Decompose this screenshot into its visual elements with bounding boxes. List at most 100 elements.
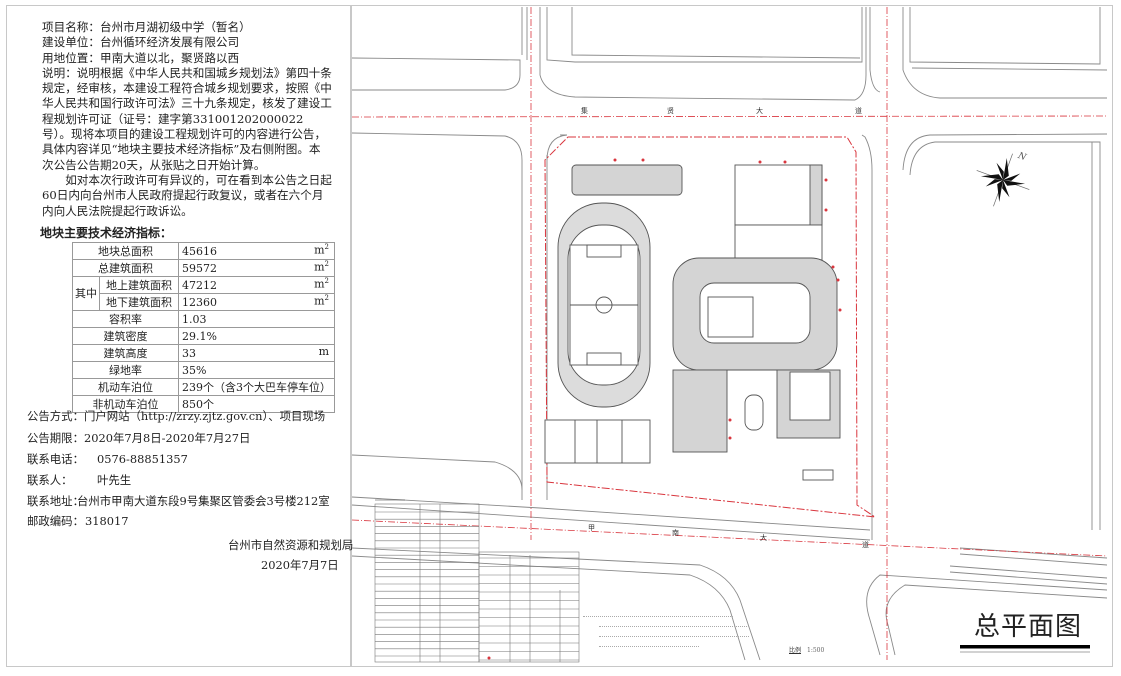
north-building: [571, 164, 683, 196]
scale-indicator: 比例 1:500: [789, 645, 824, 654]
scale-value: 1:500: [807, 647, 825, 654]
builder: 建设单位：台州循环经济发展有限公司: [42, 35, 240, 50]
markers: [613, 158, 842, 440]
issuer: 台州市自然资源和规划局: [228, 538, 354, 552]
unit-text: m: [314, 243, 325, 257]
indicator-value: 47212: [182, 278, 217, 292]
unit-exponent: 2: [324, 277, 329, 285]
centerlines: [351, 7, 1108, 660]
indicator-value-cell: 35%: [178, 361, 335, 379]
issue-date: 2020年7月7日: [261, 558, 339, 572]
label: 联系电话：: [27, 452, 84, 466]
objection-note: 如对本次行政许可有异议的，可在看到本公告之日起60日内向台州市人民政府提起行政复…: [42, 172, 332, 218]
top-road-char: 道: [855, 106, 862, 115]
indicator-unit: m2: [314, 277, 329, 291]
contact-person: 联系人： 叶先生: [27, 472, 131, 488]
block-outline: [351, 57, 521, 91]
contact-address: 联系地址：台州市甲南大道东段9号集聚区管委会3号楼212室: [27, 493, 330, 509]
project-name: 项目名称：台州市月湖初级中学（暂名）: [42, 20, 251, 34]
unit-text: m: [314, 294, 325, 308]
notice-text: 项目名称：台州市月湖初级中学（暂名） 建设单位：台州循环经济发展有限公司 用地位…: [42, 20, 332, 219]
bottom-road-char: 南: [672, 528, 679, 537]
notice-period: 公告期限：2020年7月8日-2020年7月27日: [27, 430, 250, 446]
indicator-value-cell: 59572 m2: [178, 259, 335, 277]
bottom-road-char: 甲: [588, 524, 595, 532]
contact-address-value: 台州市甲南大道东段9号集聚区管委会3号楼212室: [77, 494, 330, 508]
indicator-unit: m2: [314, 260, 329, 274]
indicator-label: 地下建筑面积: [99, 293, 179, 311]
title-underline: [960, 645, 1090, 649]
contact-phone-value: 0576-88851357: [97, 452, 188, 466]
indicator-value: 12360: [182, 295, 217, 309]
indicator-value: 59572: [182, 261, 217, 275]
description: 说明：说明根据《中华人民共和国城乡规划法》第四十条规定，经审核，本建设工程符合城…: [42, 65, 332, 172]
indicator-value: 1.03: [182, 312, 207, 326]
north-label: N: [1016, 151, 1029, 164]
contact-phone: 联系电话： 0576-88851357: [27, 451, 188, 467]
notice-period-value: 2020年7月8日-2020年7月27日: [83, 431, 251, 445]
label: 联系人：: [27, 473, 73, 487]
page-frame: [6, 5, 1113, 667]
indicator-label: 总建筑面积: [72, 259, 179, 277]
indicator-value: 29.1%: [182, 329, 217, 343]
bottom-road-char: 大: [760, 533, 767, 542]
unit-exponent: 2: [324, 260, 329, 268]
sports-courts: [544, 419, 651, 464]
postcode-value: 318017: [85, 514, 129, 528]
road-labels: 集 贤 大 道 甲 南 大 道: [581, 106, 869, 549]
indicator-label: 地上建筑面积: [99, 276, 179, 294]
indicator-value-cell: 239个（含3个大巴车停车位）: [178, 378, 335, 396]
legend-table-symbols: [478, 551, 580, 663]
unit-text: m: [318, 345, 329, 358]
top-road-char: 大: [756, 106, 763, 115]
label: 邮政编码：: [27, 514, 84, 528]
indicator-value: 35%: [182, 363, 207, 377]
plan-title: 总平面图: [974, 612, 1083, 642]
unit-text: m: [314, 260, 325, 274]
top-road-north-edge: [539, 7, 867, 101]
label: 公告期限：: [27, 431, 84, 445]
gate: [802, 469, 834, 481]
indicator-unit: m2: [314, 243, 329, 257]
top-road-char: 贤: [667, 106, 674, 115]
unit-text: m: [314, 277, 325, 291]
bottom-road-char: 道: [862, 540, 869, 549]
buildings: [544, 164, 841, 481]
south-west-wing: [672, 369, 728, 453]
postcode: 邮政编码：318017: [27, 513, 128, 529]
north-arrow-icon: N: [976, 151, 1030, 207]
indicator-value: 239个（含3个大巴车停车位）: [182, 381, 331, 394]
notice-method: 公告方式：门户网站（http://zrzy.zjtz.gov.cn）、项目现场: [27, 408, 325, 424]
location: 用地位置：甲南大道以北，聚贤路以西: [42, 50, 240, 65]
indicator-value: 33: [182, 346, 196, 360]
west-road-edge: [351, 132, 523, 500]
top-road-char: 集: [581, 106, 588, 115]
indicator-label: 地块总面积: [72, 242, 179, 260]
scale-label: 比例: [789, 647, 802, 654]
roads: [351, 7, 1108, 661]
indicator-label: 非机动车泊位: [72, 395, 179, 413]
label: 联系地址：: [27, 494, 84, 508]
site-boundary: [544, 136, 876, 518]
northeast-building: [734, 164, 823, 226]
indicator-value: 850个: [182, 398, 214, 411]
indicator-unit: m2: [314, 294, 329, 308]
unit-exponent: 2: [324, 294, 329, 302]
indicator-unit: m: [319, 345, 329, 358]
legend-table-indicators: [374, 499, 480, 663]
plan-notes: [583, 614, 783, 656]
indicator-value: 45616: [182, 244, 217, 258]
contact-person-value: 叶先生: [97, 473, 132, 487]
label: 公告方式：: [27, 409, 84, 423]
indicators-heading: 地块主要技术经济指标：: [40, 226, 173, 240]
notice-method-value: 门户网站（http://zrzy.zjtz.gov.cn）、项目现场: [83, 409, 326, 423]
